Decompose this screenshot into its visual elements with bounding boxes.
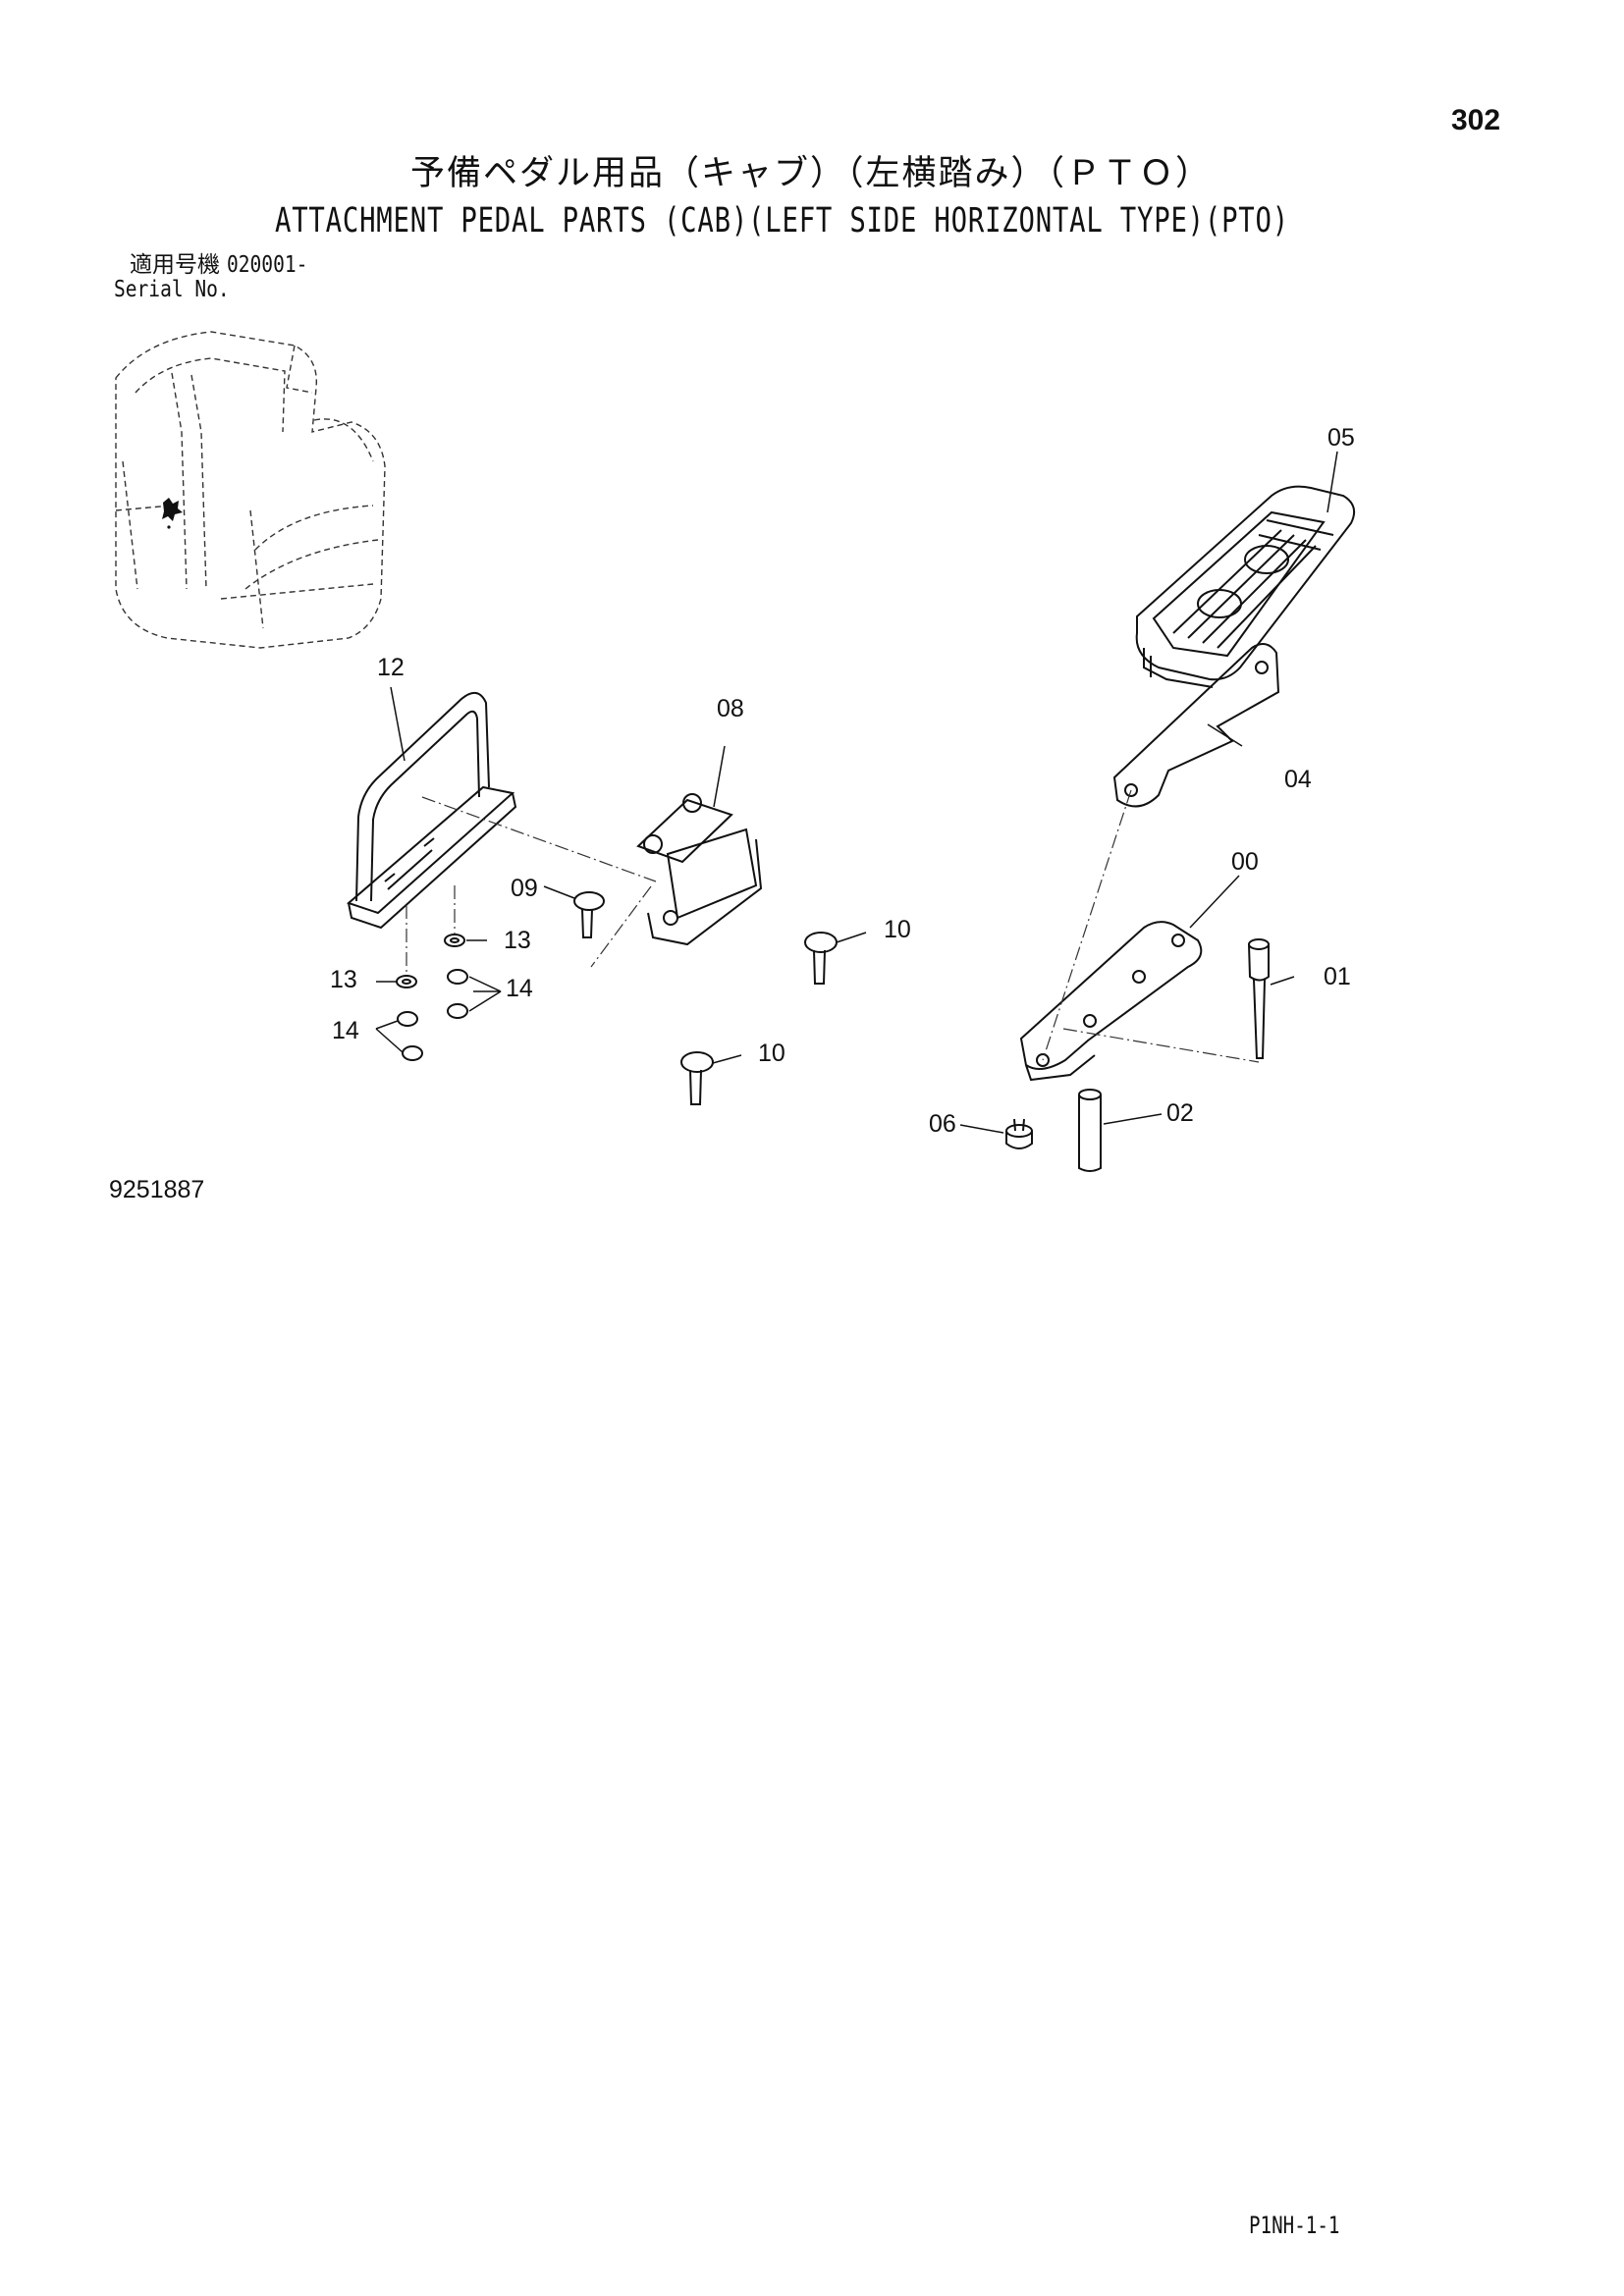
part-08-hinge-bracket [636, 793, 763, 946]
assembly-center-lines [406, 789, 1260, 1063]
callout-09: 09 [511, 875, 538, 902]
serial-label-japanese: 適用号機 [130, 252, 220, 278]
callout-02: 02 [1166, 1099, 1194, 1127]
serial-number-value: 020001- [227, 252, 308, 278]
part-05-pedal [1135, 485, 1356, 688]
callout-08: 08 [717, 695, 744, 722]
cab-reference-illustration [115, 331, 386, 649]
callout-06: 06 [929, 1110, 956, 1138]
callout-04: 04 [1284, 766, 1312, 793]
callout-01: 01 [1324, 963, 1351, 990]
callout-13-lower: 13 [330, 966, 357, 993]
drawing-number: 9251887 [109, 1176, 205, 1203]
callout-00: 00 [1231, 848, 1259, 876]
callout-14-lower: 14 [332, 1017, 359, 1044]
callout-leaders [375, 451, 1338, 1134]
part-12-foot-rest-bar [347, 692, 517, 930]
part-01-bolt [1248, 938, 1270, 1059]
callout-10-upper: 10 [884, 916, 911, 943]
part-10-bolt-lower [680, 1051, 714, 1105]
part-00-bracket [1019, 921, 1203, 1082]
page-number: 302 [1451, 104, 1501, 136]
page-code: P1NH-1-1 [1249, 2212, 1340, 2239]
callout-labels: 05 12 08 04 00 09 13 10 13 14 01 14 10 0… [330, 424, 1355, 1138]
part-06-stud-nut [1005, 1118, 1033, 1149]
callout-12: 12 [377, 654, 405, 681]
callout-10-lower: 10 [758, 1040, 785, 1067]
part-02-spacer [1078, 1089, 1102, 1172]
part-10-bolt-upper [804, 932, 838, 985]
part-14-nuts [397, 969, 468, 1061]
part-04-pedal-plate [1112, 643, 1280, 808]
pedal-location-marker [162, 498, 183, 529]
callout-05: 05 [1327, 424, 1355, 452]
page-title-japanese: 予備ペダル用品（キャブ）（左横踏み）（ＰＴＯ） [410, 154, 1213, 193]
callout-14-upper: 14 [506, 975, 533, 1002]
serial-label-english: Serial No. [114, 277, 230, 302]
part-09-bolt [573, 891, 605, 938]
callout-13-upper: 13 [504, 927, 531, 954]
page-title-english: ATTACHMENT PEDAL PARTS (CAB)(LEFT SIDE H… [275, 201, 1289, 240]
